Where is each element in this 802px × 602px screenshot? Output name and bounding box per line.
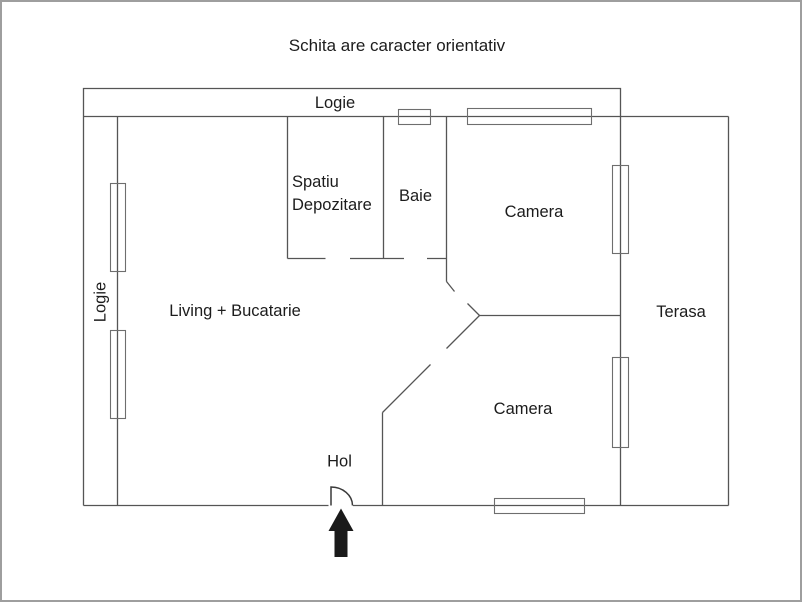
entry-door-icon xyxy=(330,486,354,506)
wall-diagonal-lower xyxy=(382,315,480,413)
window-icon-bottom xyxy=(493,497,586,515)
room-label-logie-top: Logie xyxy=(315,94,355,112)
room-label-camera-top: Camera xyxy=(505,203,565,221)
window-icon-left-upper xyxy=(109,182,127,273)
windows xyxy=(109,107,630,515)
window-icon-right-upper xyxy=(611,164,630,255)
window-icon-top-large xyxy=(466,107,593,126)
room-label-terasa: Terasa xyxy=(656,303,706,321)
room-label-logie-left: Logie xyxy=(92,282,110,322)
room-label-spatiu-line2: Depozitare xyxy=(292,196,372,214)
window-icon-left-lower xyxy=(109,329,127,420)
window-icon-right-lower xyxy=(611,356,630,449)
window-icon-top-small xyxy=(397,108,432,126)
entrance-arrow-icon xyxy=(328,508,354,557)
wall-outer-left-top xyxy=(82,87,622,506)
room-label-hol: Hol xyxy=(327,453,352,471)
room-label-baie: Baie xyxy=(399,187,432,205)
room-label-living-bucatarie: Living + Bucatarie xyxy=(169,302,301,320)
wall-diagonal-upper xyxy=(445,281,480,316)
sketch-title: Schita are caracter orientativ xyxy=(289,36,506,55)
walls xyxy=(82,87,730,507)
room-label-camera-bottom: Camera xyxy=(494,400,554,418)
room-label-spatiu-line1: Spatiu xyxy=(292,173,339,191)
